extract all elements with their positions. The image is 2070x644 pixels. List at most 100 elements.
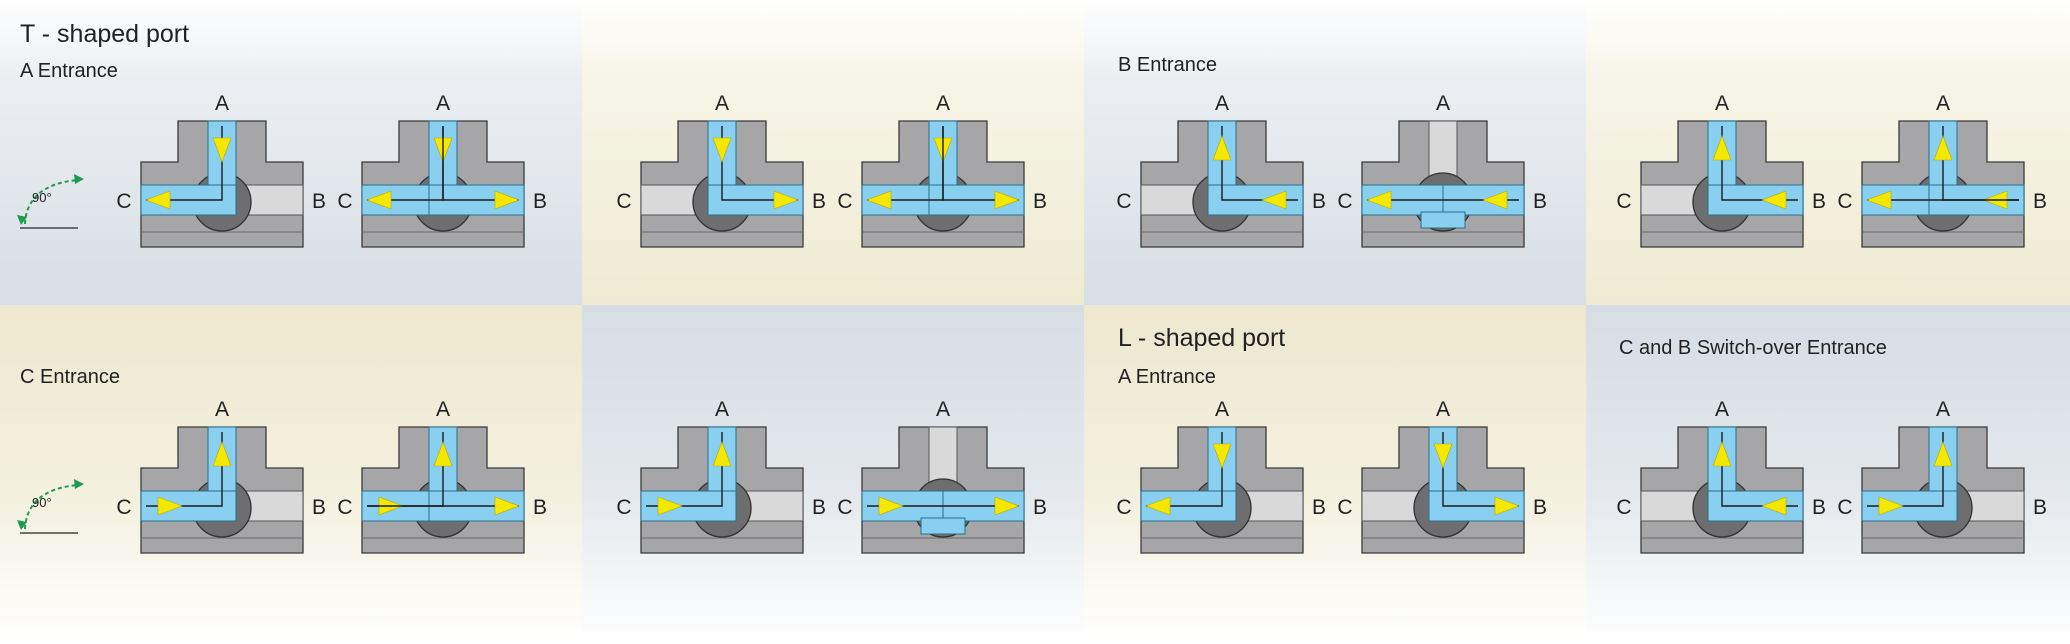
- flow-arrow-out: [145, 190, 171, 210]
- flow-arrow-in: [1482, 190, 1508, 210]
- angle-label: 90°: [32, 495, 52, 510]
- flow-arrow-in: [1761, 496, 1787, 516]
- angle-arc: [24, 179, 79, 225]
- port-label-c: C: [116, 190, 131, 213]
- flow-arrow-out: [494, 190, 520, 210]
- port-label-b: B: [1033, 190, 1047, 213]
- valve-t-b-3: A C B: [1616, 92, 1826, 248]
- flow-arrow-out: [1933, 135, 1953, 161]
- flow-arrow-out: [773, 190, 799, 210]
- l-port-title: L - shaped port: [1118, 324, 1286, 352]
- flow-arrow-out: [1712, 135, 1732, 161]
- l-cb-switch-label: C and B Switch-over Entrance: [1619, 337, 1887, 359]
- t-a-entrance-label: A Entrance: [20, 60, 118, 82]
- port-label-a: A: [1215, 92, 1229, 115]
- angle-arrowhead: [74, 479, 84, 489]
- valve-l-cb-2: A C B: [1837, 398, 2047, 554]
- port-label-c: C: [337, 190, 352, 213]
- flow-arrow-out: [1712, 441, 1732, 467]
- port-label-a: A: [936, 398, 950, 421]
- port-label-b: B: [1312, 496, 1326, 519]
- flow-arrow-out: [712, 441, 732, 467]
- port-label-b: B: [1533, 496, 1547, 519]
- flow-arrow-in: [878, 496, 904, 516]
- port-label-a: A: [215, 92, 229, 115]
- port-label-b: B: [2033, 496, 2047, 519]
- flow-arrow-out: [494, 496, 520, 516]
- channel-bore: [920, 517, 966, 535]
- port-label-c: C: [1116, 190, 1131, 213]
- port-label-b: B: [1312, 190, 1326, 213]
- flow-arrow-out: [433, 441, 453, 467]
- flow-arrow-in: [157, 496, 183, 516]
- port-label-c: C: [1837, 190, 1852, 213]
- port-label-a: A: [1715, 92, 1729, 115]
- panel-t-a-entrance-cont: [582, 0, 1084, 305]
- port-label-b: B: [1033, 496, 1047, 519]
- port-label-c: C: [616, 496, 631, 519]
- port-label-a: A: [1936, 398, 1950, 421]
- port-label-c: C: [1616, 496, 1631, 519]
- port-label-a: A: [436, 92, 450, 115]
- angle-arrowhead: [17, 520, 27, 530]
- angle-label: 90°: [32, 190, 52, 205]
- valve-t-b-4: A C B: [1837, 92, 2047, 248]
- port-label-a: A: [1936, 92, 1950, 115]
- flow-arrow-in: [1761, 190, 1787, 210]
- angle-arrowhead: [74, 174, 84, 184]
- angle-indicator-top: 90°: [17, 174, 84, 229]
- port-label-c: C: [616, 190, 631, 213]
- flow-line: [942, 126, 1019, 201]
- flow-arrow-out: [1145, 496, 1171, 516]
- port-label-a: A: [715, 398, 729, 421]
- flow-arrow-out: [1212, 135, 1232, 161]
- flow-arrow-out: [994, 496, 1020, 516]
- valve-t-b-1: A C B: [1116, 92, 1326, 248]
- angle-arrowhead: [17, 215, 27, 225]
- flow-arrow-out: [1933, 441, 1953, 467]
- flow-arrow-out: [1866, 190, 1892, 210]
- port-label-c: C: [1837, 496, 1852, 519]
- port-label-b: B: [812, 190, 826, 213]
- flow-arrow-out: [866, 190, 892, 210]
- flow-arrow-in: [1433, 443, 1453, 469]
- valve-t-a-2: A C B: [337, 92, 547, 248]
- l-a-entrance-label: A Entrance: [1118, 366, 1216, 388]
- angle-indicator-bottom: 90°: [17, 479, 84, 534]
- port-label-c: C: [1616, 190, 1631, 213]
- port-label-b: B: [312, 190, 326, 213]
- port-label-c: C: [1116, 496, 1131, 519]
- port-label-b: B: [1812, 190, 1826, 213]
- port-label-b: B: [2033, 190, 2047, 213]
- flow-arrow-in: [212, 137, 232, 163]
- t-port-title: T - shaped port: [20, 20, 190, 48]
- port-label-b: B: [533, 496, 547, 519]
- t-c-entrance-label: C Entrance: [20, 366, 121, 388]
- port-label-b: B: [533, 190, 547, 213]
- port-label-b: B: [312, 496, 326, 519]
- flow-arrow-in: [657, 496, 683, 516]
- flow-arrow-out: [212, 441, 232, 467]
- angle-arc: [24, 484, 79, 530]
- port-label-a: A: [936, 92, 950, 115]
- panel-t-b-entrance-cont: [1586, 0, 2070, 305]
- t-b-entrance-label: B Entrance: [1118, 54, 1217, 76]
- flow-arrow-out: [1366, 190, 1392, 210]
- channel-bore: [1420, 211, 1466, 229]
- port-label-c: C: [1337, 190, 1352, 213]
- flow-arrow-out: [1494, 496, 1520, 516]
- flow-line: [442, 126, 519, 201]
- panel-t-b-entrance: [1084, 0, 1586, 305]
- flow-arrow-in: [1212, 443, 1232, 469]
- port-label-c: C: [337, 496, 352, 519]
- port-label-a: A: [1215, 398, 1229, 421]
- flow-arrow-in: [712, 137, 732, 163]
- port-label-a: A: [1715, 398, 1729, 421]
